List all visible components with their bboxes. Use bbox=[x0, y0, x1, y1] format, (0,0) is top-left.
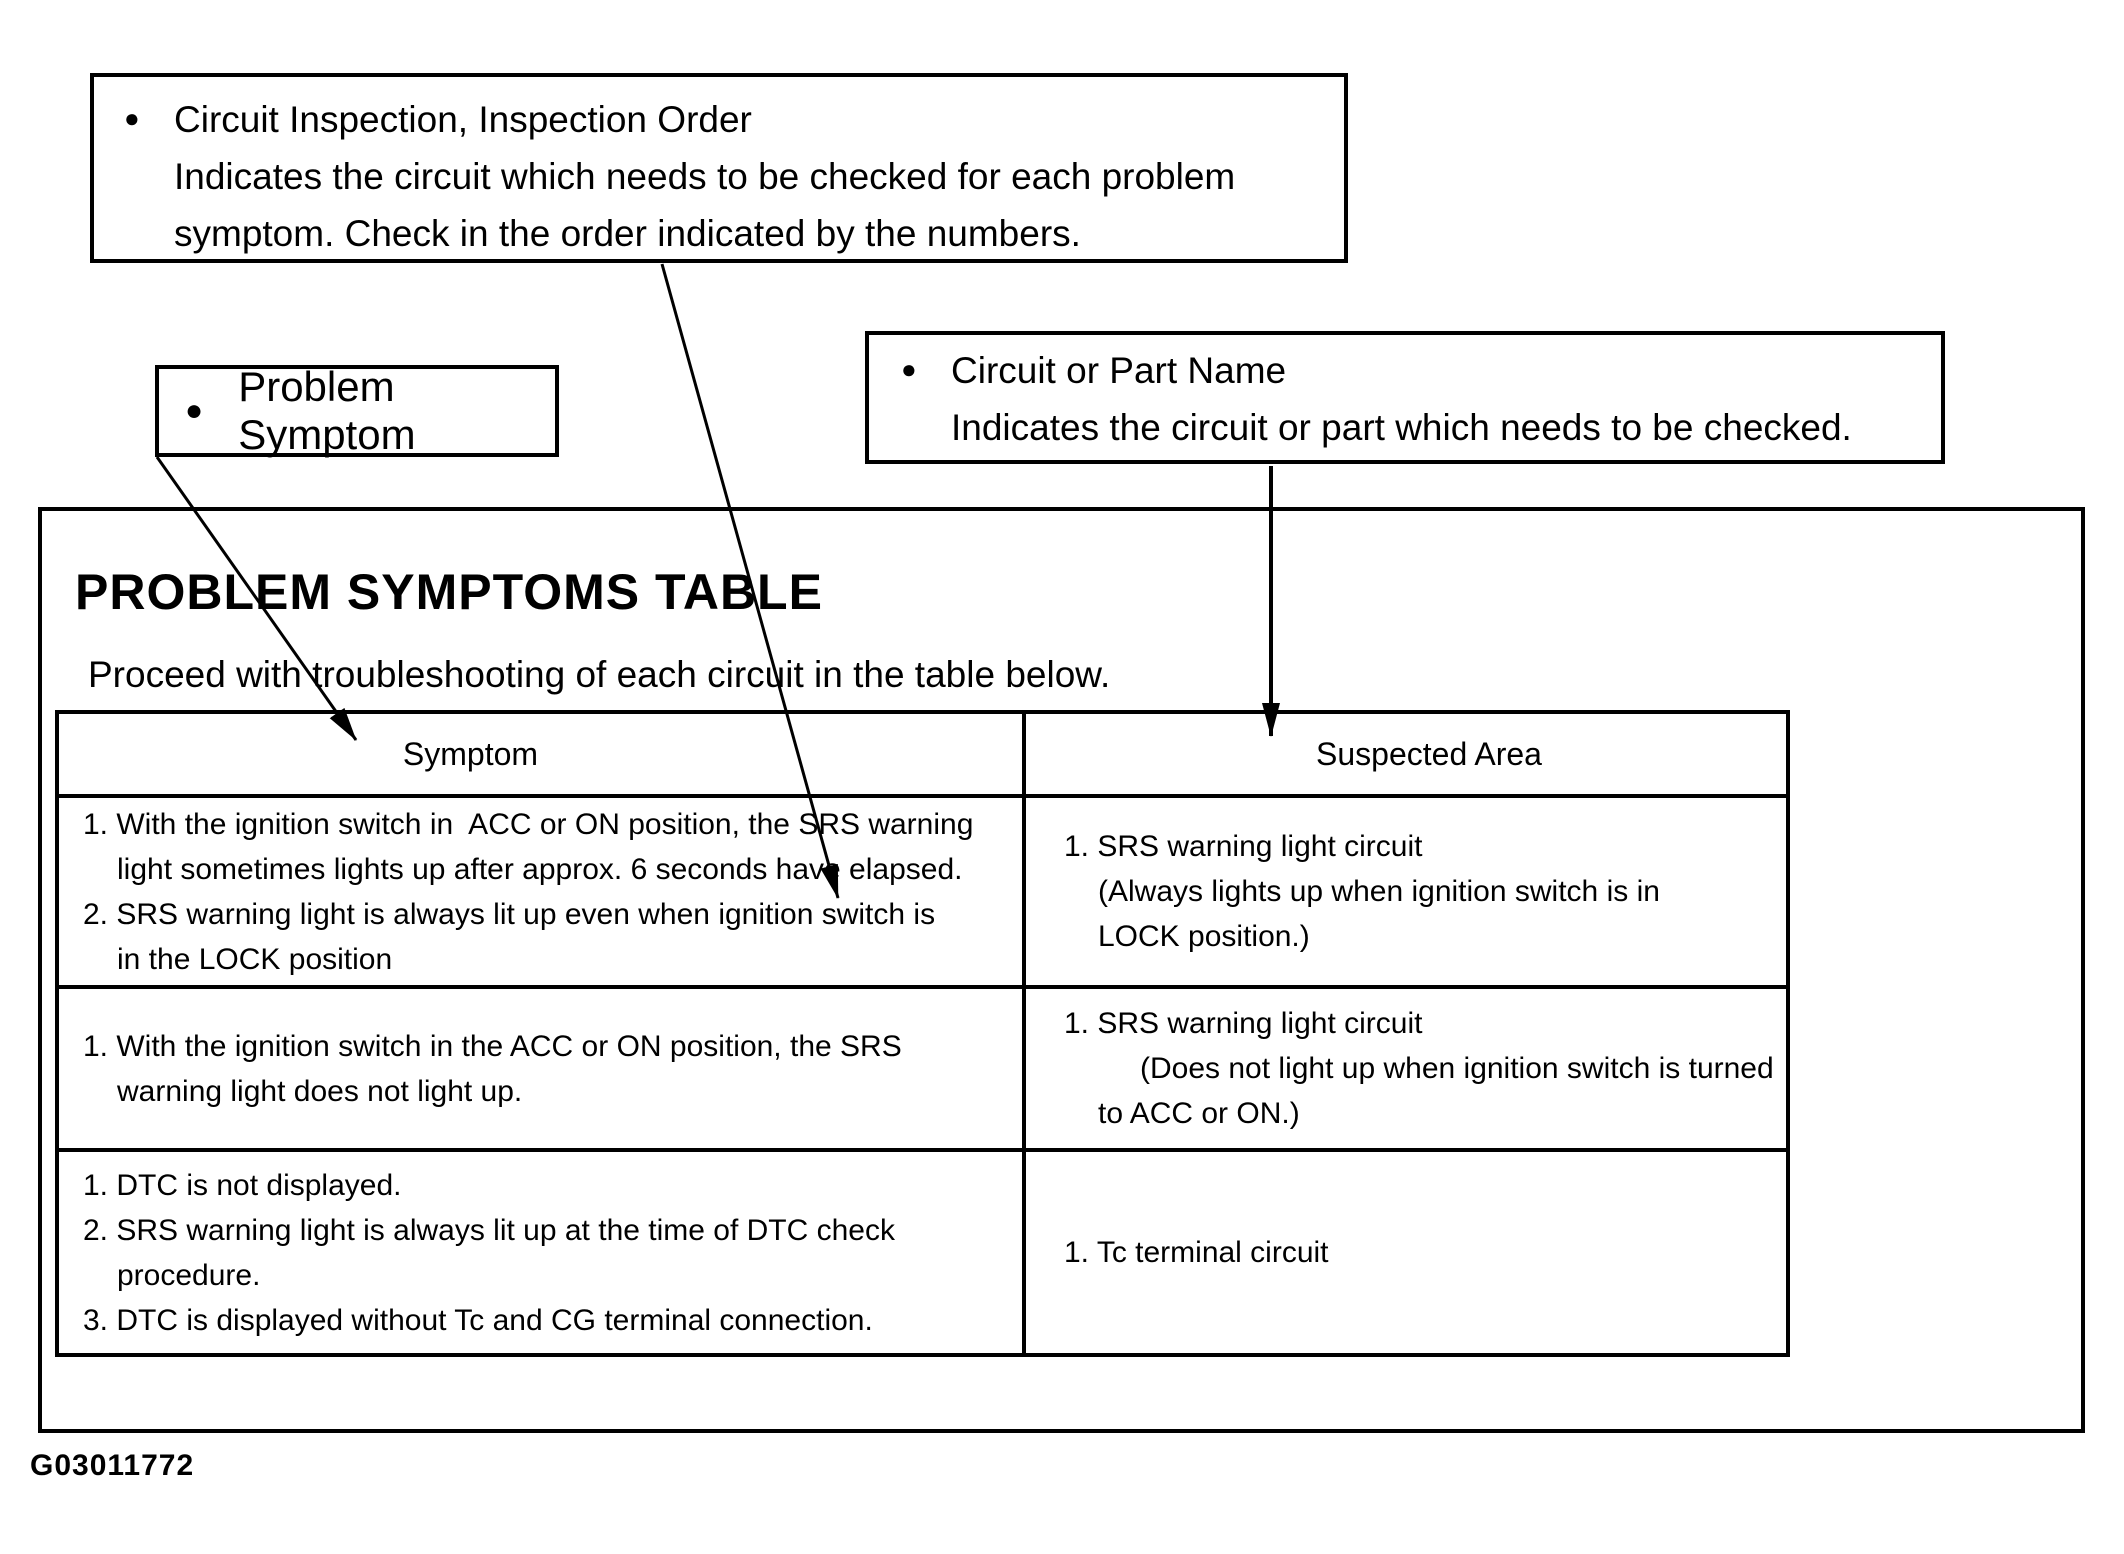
cell-line: 1. SRS warning light circuit bbox=[1064, 1007, 1423, 1040]
page-title: PROBLEM SYMPTOMS TABLE bbox=[75, 564, 823, 620]
cell-line: light sometimes lights up after approx. … bbox=[117, 852, 963, 886]
callout-title-line: ● Circuit Inspection, Inspection Order bbox=[124, 90, 1344, 148]
table-row-3-symptom-cell: 1. DTC is not displayed. 2. SRS warning l… bbox=[59, 1148, 1022, 1353]
cell-line: 2. SRS warning light is always lit up at… bbox=[83, 1213, 895, 1247]
cell-line: 1. With the ignition switch in the ACC o… bbox=[83, 1029, 902, 1063]
table-row-1-suspected-cell: 1. SRS warning light circuit (Always ligh… bbox=[1022, 794, 1786, 985]
problem-symptoms-table: Symptom Suspected Area 1. With the ignit… bbox=[55, 710, 1790, 1357]
table-row-2-symptom-cell: 1. With the ignition switch in the ACC o… bbox=[59, 985, 1022, 1148]
cell-line: 2. SRS warning light is always lit up ev… bbox=[83, 897, 936, 931]
cell-line: to ACC or ON.) bbox=[1098, 1097, 1300, 1130]
callout-text-line: Indicates the circuit which needs to be … bbox=[174, 156, 1236, 197]
callout-text-line: symptom. Check in the order indicated by… bbox=[174, 213, 1081, 254]
bullet-icon: ● bbox=[901, 354, 917, 384]
callout-title: Circuit or Part Name bbox=[951, 350, 1287, 391]
cell-line: 1. With the ignition switch in ACC or ON… bbox=[83, 807, 974, 841]
cell-line: LOCK position.) bbox=[1098, 920, 1310, 953]
bullet-icon: ● bbox=[124, 103, 140, 133]
cell-line: procedure. bbox=[117, 1258, 261, 1292]
callout-circuit-inspection: ● Circuit Inspection, Inspection Order In… bbox=[90, 73, 1348, 263]
cell-line: 3. DTC is displayed without Tc and CG te… bbox=[83, 1303, 873, 1337]
bullet-icon: ● bbox=[185, 394, 204, 427]
callout-title: Circuit Inspection, Inspection Order bbox=[174, 99, 752, 140]
cell-line: (Always lights up when ignition switch i… bbox=[1098, 875, 1660, 908]
cell-line: 1. DTC is not displayed. bbox=[83, 1168, 402, 1202]
cell-line: 1. SRS warning light circuit bbox=[1064, 830, 1423, 863]
callout-problem-symptom: ● Problem Symptom bbox=[155, 363, 559, 458]
figure-id: G03011772 bbox=[30, 1449, 195, 1482]
callout-text-line: Indicates the circuit or part which need… bbox=[951, 407, 1852, 448]
cell-line: (Does not light up when ignition switch … bbox=[1140, 1052, 1774, 1085]
cell-line: warning light does not light up. bbox=[117, 1074, 523, 1108]
table-row-1-symptom-cell: 1. With the ignition switch in ACC or ON… bbox=[59, 794, 1022, 985]
table-row-2-suspected-cell: 1. SRS warning light circuit (Does not li… bbox=[1022, 985, 1786, 1148]
callout-title-line: ● Circuit or Part Name bbox=[901, 341, 1941, 399]
cell-line: 1. Tc terminal circuit bbox=[1064, 1236, 1329, 1269]
table-header-suspected-area: Suspected Area bbox=[1022, 714, 1786, 794]
callout-title: Problem Symptom bbox=[238, 363, 416, 458]
page-subtitle: Proceed with troubleshooting of each cir… bbox=[88, 654, 1111, 695]
callout-circuit-or-part-name: ● Circuit or Part Name Indicates the circ… bbox=[865, 331, 1945, 464]
table-row-3-suspected-cell: 1. Tc terminal circuit bbox=[1022, 1148, 1786, 1353]
cell-line: in the LOCK position bbox=[117, 942, 393, 976]
table-header-symptom: Symptom bbox=[402, 735, 539, 772]
